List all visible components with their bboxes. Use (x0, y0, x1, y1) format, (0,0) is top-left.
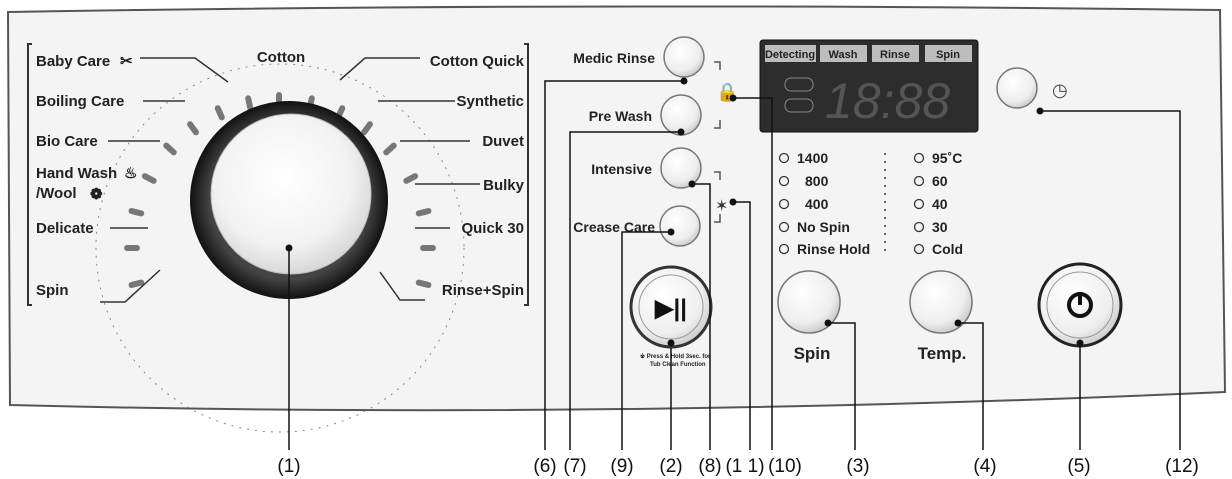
callout-12: (12) (1165, 456, 1199, 477)
program-quick-30[interactable]: Quick 30 (461, 220, 524, 237)
power-icon (1067, 292, 1093, 318)
program-cotton[interactable]: Cotton (257, 49, 305, 66)
tub-clean-note-line1: ※ Press & Hold 3sec. for (640, 352, 711, 360)
program-duvet[interactable]: Duvet (482, 133, 524, 150)
sparkle-icon: ✶ (715, 198, 728, 215)
temp-button-label: Temp. (918, 344, 967, 363)
callout-9: (9) (610, 456, 633, 477)
program-frame (27, 43, 529, 306)
temp-option-30: 30 (932, 219, 948, 235)
program-wool[interactable]: /Wool (36, 185, 77, 202)
start-pause-button[interactable] (629, 265, 713, 349)
lcd-tab-detecting-bg (765, 45, 816, 62)
tub-clean-note-line2: Tub Clean Function (650, 362, 706, 368)
clock-icon: ◷ (1052, 80, 1068, 100)
lcd-indicator-top (784, 77, 814, 92)
temp-option-40: 40 (932, 196, 948, 212)
program-dial-knob[interactable] (210, 113, 372, 275)
pre-wash-label: Pre Wash (589, 108, 652, 124)
intensive-button[interactable] (660, 147, 702, 189)
program-synthetic[interactable]: Synthetic (456, 93, 524, 110)
lcd-tab-rinse-bg (872, 45, 919, 62)
baby-care-icon: ✂ (120, 53, 133, 70)
program-bulky[interactable]: Bulky (483, 177, 525, 194)
program-rinse-spin[interactable]: Rinse+Spin (442, 282, 524, 299)
spin-option-rinse-hold: Rinse Hold (797, 241, 870, 257)
crease-care-label: Crease Care (573, 219, 655, 235)
medic-rinse-button[interactable] (663, 36, 705, 78)
callout-2: (2) (659, 456, 682, 477)
callout-10: (10) (768, 456, 802, 477)
play-pause-icon: ▶|| (654, 295, 687, 322)
callout-8: (8) (698, 456, 721, 477)
program-leader-lines (100, 57, 480, 303)
program-hand-wash[interactable]: Hand Wash (36, 165, 117, 182)
lcd-digits: 18:88 (825, 73, 950, 129)
crease-care-button[interactable] (659, 205, 701, 247)
lcd-tab-wash: Wash (829, 49, 858, 61)
option-brackets (714, 61, 721, 223)
program-cotton-quick[interactable]: Cotton Quick (430, 53, 525, 70)
lcd-tab-spin-bg (925, 45, 972, 62)
spin-button-label: Spin (794, 344, 831, 363)
callout-dots (285, 77, 1084, 347)
program-boiling-care[interactable]: Boiling Care (36, 93, 124, 110)
hand-wash-icon: ♨ (124, 165, 137, 182)
spin-button[interactable] (777, 270, 841, 334)
temp-button[interactable] (909, 270, 973, 334)
temp-option-95: 95˚C (932, 150, 962, 166)
program-bio-care[interactable]: Bio Care (36, 133, 98, 150)
callout-5: (5) (1067, 456, 1090, 477)
lcd-display (759, 39, 979, 133)
temp-option-cold: Cold (932, 241, 963, 257)
program-spin[interactable]: Spin (36, 282, 69, 299)
callout-3: (3) (846, 456, 869, 477)
callout-6: (6) (533, 456, 556, 477)
program-baby-care[interactable]: Baby Care (36, 53, 110, 70)
option-buttons (659, 36, 705, 247)
spin-option-400: 400 (805, 196, 829, 212)
spin-options (778, 152, 790, 255)
spin-option-1400: 1400 (797, 150, 828, 166)
lcd-tab-rinse: Rinse (880, 49, 910, 61)
lcd-tab-wash-bg (820, 45, 867, 62)
medic-rinse-label: Medic Rinse (573, 50, 655, 66)
callout-4: (4) (973, 456, 996, 477)
temp-options (913, 152, 925, 255)
dial-ticks (124, 92, 436, 289)
lcd-tab-detecting: Detecting (765, 49, 815, 61)
lcd-tab-spin: Spin (936, 49, 960, 61)
callout-11: (1 1) (725, 456, 764, 477)
program-delicate[interactable]: Delicate (36, 220, 94, 237)
spin-option-no-spin: No Spin (797, 219, 850, 235)
delay-end-button[interactable] (996, 67, 1038, 109)
callout-1: (1) (277, 456, 300, 477)
spin-option-800: 800 (805, 173, 829, 189)
callout-leader-lines (288, 80, 1181, 450)
wool-icon: ❁ (90, 186, 103, 203)
dial-outer-ring (95, 63, 465, 433)
intensive-label: Intensive (591, 161, 652, 177)
temp-option-60: 60 (932, 173, 948, 189)
lcd-indicator-bottom (784, 98, 814, 113)
callout-7: (7) (563, 456, 586, 477)
